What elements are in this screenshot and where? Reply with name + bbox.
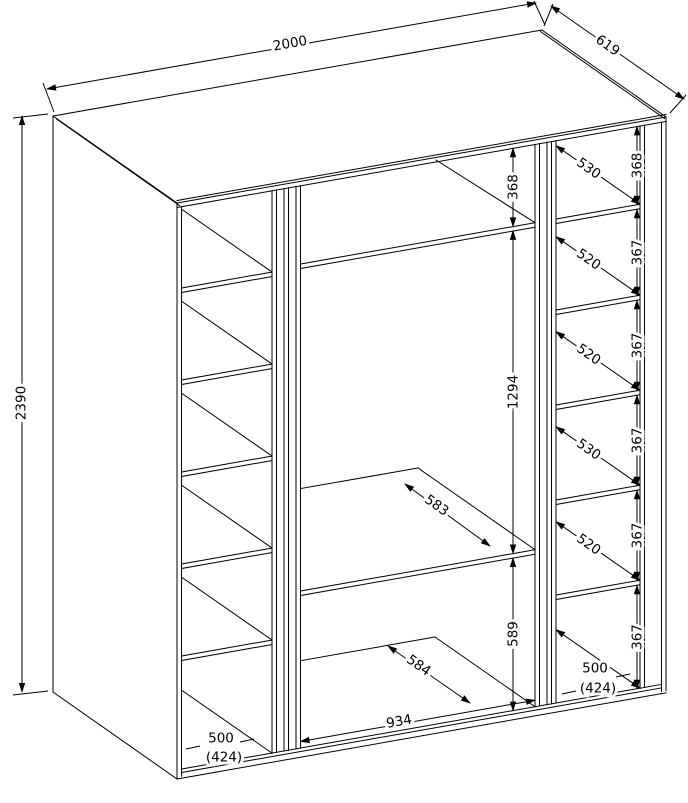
dim-bottom-gap-label: 589 bbox=[506, 621, 522, 647]
dim-left-bottom-width-label: 500 bbox=[208, 731, 234, 747]
dim-right-comp3-height-label: 367 bbox=[630, 333, 646, 359]
dim-right-comp5-height-label: 367 bbox=[630, 523, 646, 549]
dim-right-comp2-height-label: 367 bbox=[630, 240, 646, 266]
dim-left-bottom-inner-label: (424) bbox=[206, 750, 242, 766]
dim-middle-top-gap-label: 368 bbox=[506, 174, 522, 200]
dimension-lines: 2000 619 2390 368 1294 589 583 584 934 3… bbox=[11, 0, 687, 769]
dim-overall-depth-label: 619 bbox=[592, 32, 622, 60]
dim-right-comp2-depth-label: 520 bbox=[573, 246, 603, 274]
dim-hanging-height-label: 1294 bbox=[506, 375, 522, 409]
dim-right-bottom-width-label: 500 bbox=[582, 661, 608, 677]
left-column-shelves bbox=[180, 208, 273, 754]
dim-middle-bottom-depth-label: 584 bbox=[403, 652, 433, 680]
dim-right-comp3-depth-label: 520 bbox=[573, 341, 603, 369]
dim-right-comp1-depth-label: 530 bbox=[573, 155, 603, 183]
right-column-shelves bbox=[555, 203, 641, 601]
dim-right-comp4-height-label: 367 bbox=[630, 428, 646, 454]
middle-section-shelves bbox=[299, 159, 536, 708]
dim-right-comp5-depth-label: 520 bbox=[573, 531, 603, 559]
dim-right-comp1-height-label: 368 bbox=[630, 153, 646, 179]
dim-right-comp4-depth-label: 530 bbox=[573, 436, 603, 464]
dim-overall-width-label: 2000 bbox=[272, 33, 309, 55]
dim-right-bottom-inner-label: (424) bbox=[580, 681, 616, 697]
dim-right-comp6-height-label: 367 bbox=[630, 624, 646, 650]
dim-overall-height-label: 2390 bbox=[14, 386, 30, 420]
cabinet-outline bbox=[52, 29, 667, 780]
